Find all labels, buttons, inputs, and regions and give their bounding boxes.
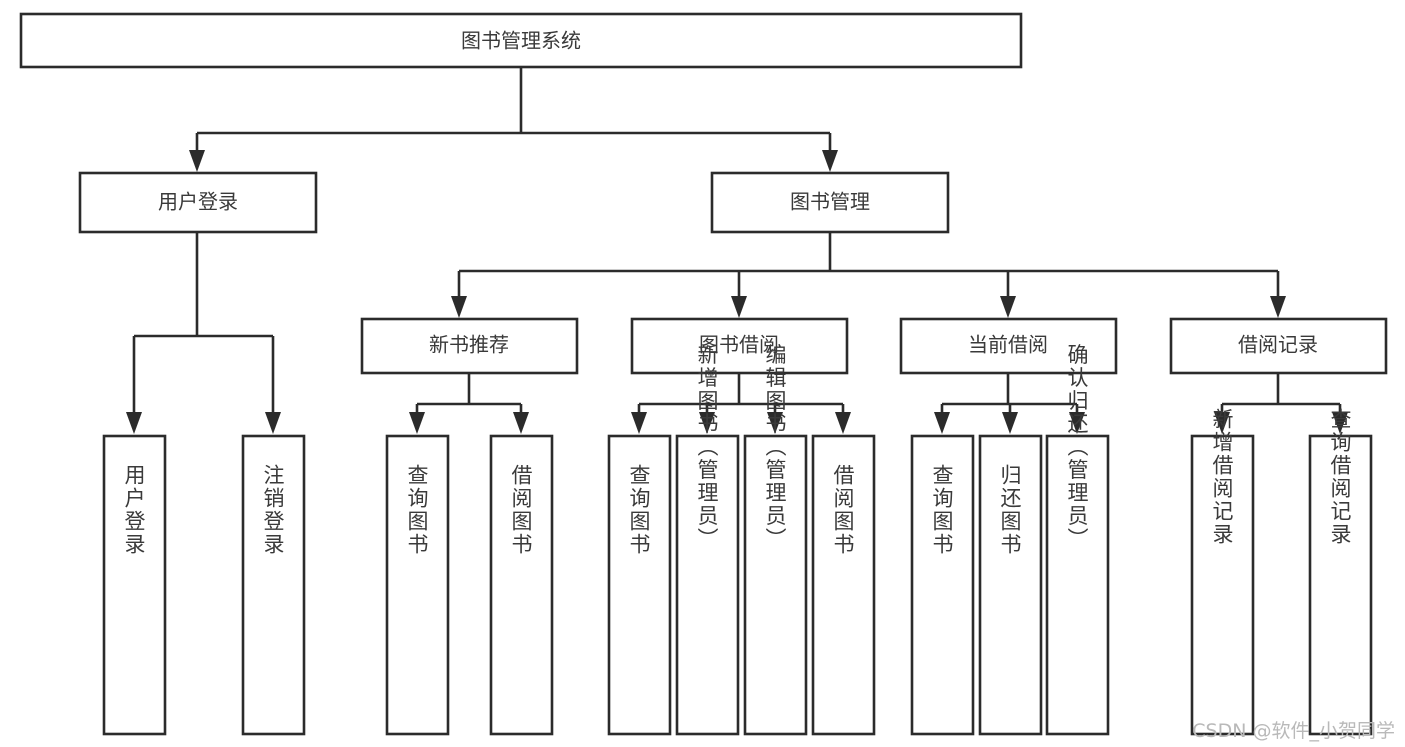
node-user-login-box[interactable] [78, 171, 318, 234]
arrow-head-icon [1214, 412, 1230, 434]
arrow-head-icon [189, 150, 205, 172]
node-leaf-add-record[interactable]: 新增借阅记录 [1190, 408, 1255, 736]
node-current-borrow-label: 当前借阅 [968, 333, 1048, 357]
arrow-head-icon [731, 296, 747, 318]
node-leaf-query-record-box[interactable] [1308, 434, 1373, 736]
node-leaf-borrow-book-a-label: 借阅图书 [509, 464, 533, 556]
node-root-box[interactable] [19, 12, 1023, 69]
arrow-head-icon [822, 150, 838, 172]
node-book-borrow-box[interactable] [630, 317, 849, 375]
node-leaf-query-book-c-label: 查询图书 [930, 464, 954, 556]
arrow-head-icon [835, 412, 851, 434]
node-book-borrow[interactable]: 图书借阅 [630, 317, 849, 375]
node-leaf-query-book-c-box[interactable] [910, 434, 975, 736]
node-user-login[interactable]: 用户登录 [78, 171, 318, 234]
node-new-book-rec[interactable]: 新书推荐 [360, 317, 579, 375]
node-book-manage-box[interactable] [710, 171, 950, 234]
node-leaf-query-book-b-box[interactable] [607, 434, 672, 736]
arrow-head-icon [513, 412, 529, 434]
node-leaf-return-book-label: 归还图书 [998, 464, 1022, 556]
node-new-book-rec-label: 新书推荐 [429, 333, 509, 357]
node-leaf-user-login[interactable]: 用户登录 [102, 434, 167, 736]
node-leaf-borrow-book-a[interactable]: 借阅图书 [489, 434, 554, 736]
node-leaf-borrow-book-b-box[interactable] [811, 434, 876, 736]
arrow-head-icon [767, 412, 783, 434]
node-leaf-logout[interactable]: 注销登录 [241, 434, 306, 736]
node-leaf-confirm-return-label: 确认归还（管理员） [1065, 344, 1089, 551]
node-leaf-return-book[interactable]: 归还图书 [978, 434, 1043, 736]
node-leaf-user-login-label: 用户登录 [122, 464, 146, 556]
arrow-head-icon [1270, 296, 1286, 318]
node-leaf-query-book-a[interactable]: 查询图书 [385, 434, 450, 736]
node-leaf-query-record[interactable]: 查询借阅记录 [1308, 408, 1373, 736]
arrow-head-icon [934, 412, 950, 434]
node-root-label: 图书管理系统 [461, 29, 581, 53]
node-leaf-borrow-book-b[interactable]: 借阅图书 [811, 434, 876, 736]
arrow-head-icon [699, 412, 715, 434]
node-user-login-label: 用户登录 [158, 190, 238, 214]
arrow-head-icon [265, 412, 281, 434]
arrow-head-icon [1000, 296, 1016, 318]
node-current-borrow-box[interactable] [899, 317, 1118, 375]
node-leaf-edit-book-label: 编辑图书（管理员） [763, 344, 787, 551]
node-leaf-logout-label: 注销登录 [261, 464, 285, 556]
node-leaf-query-book-b-label: 查询图书 [627, 464, 651, 556]
node-leaf-edit-book[interactable]: 编辑图书（管理员） [743, 344, 808, 736]
watermark: CSDN @软件_小贺同学 [1192, 720, 1395, 742]
connector-layer [126, 67, 1348, 434]
node-borrow-record[interactable]: 借阅记录 [1169, 317, 1388, 375]
node-leaf-query-book-c[interactable]: 查询图书 [910, 434, 975, 736]
arrow-head-icon [1069, 412, 1085, 434]
node-leaf-add-book-label: 新增图书（管理员） [695, 344, 719, 551]
node-leaf-confirm-return[interactable]: 确认归还（管理员） [1045, 344, 1110, 736]
node-leaf-borrow-book-b-label: 借阅图书 [831, 464, 855, 556]
node-leaf-add-book[interactable]: 新增图书（管理员） [675, 344, 740, 736]
arrow-head-icon [451, 296, 467, 318]
node-leaf-logout-box[interactable] [241, 434, 306, 736]
node-leaf-query-record-label: 查询借阅记录 [1328, 408, 1352, 546]
node-borrow-record-box[interactable] [1169, 317, 1388, 375]
node-leaf-edit-book-box[interactable] [743, 434, 808, 736]
node-leaf-add-book-box[interactable] [675, 434, 740, 736]
node-book-manage-label: 图书管理 [790, 190, 870, 214]
node-leaf-add-record-label: 新增借阅记录 [1210, 408, 1234, 546]
arrow-head-icon [1002, 412, 1018, 434]
node-borrow-record-label: 借阅记录 [1238, 333, 1318, 357]
arrow-head-icon [1332, 412, 1348, 434]
node-leaf-return-book-box[interactable] [978, 434, 1043, 736]
node-new-book-rec-box[interactable] [360, 317, 579, 375]
node-leaf-borrow-book-a-box[interactable] [489, 434, 554, 736]
node-book-borrow-label: 图书借阅 [699, 333, 779, 357]
node-current-borrow[interactable]: 当前借阅 [899, 317, 1118, 375]
node-leaf-query-book-a-box[interactable] [385, 434, 450, 736]
arrow-head-icon [126, 412, 142, 434]
node-leaf-add-record-box[interactable] [1190, 434, 1255, 736]
arrow-head-icon [631, 412, 647, 434]
node-book-manage[interactable]: 图书管理 [710, 171, 950, 234]
arrow-head-icon [409, 412, 425, 434]
node-leaf-query-book-b[interactable]: 查询图书 [607, 434, 672, 736]
node-leaf-query-book-a-label: 查询图书 [405, 464, 429, 556]
node-leaf-user-login-box[interactable] [102, 434, 167, 736]
node-root[interactable]: 图书管理系统 [19, 12, 1023, 69]
node-leaf-confirm-return-box[interactable] [1045, 434, 1110, 736]
